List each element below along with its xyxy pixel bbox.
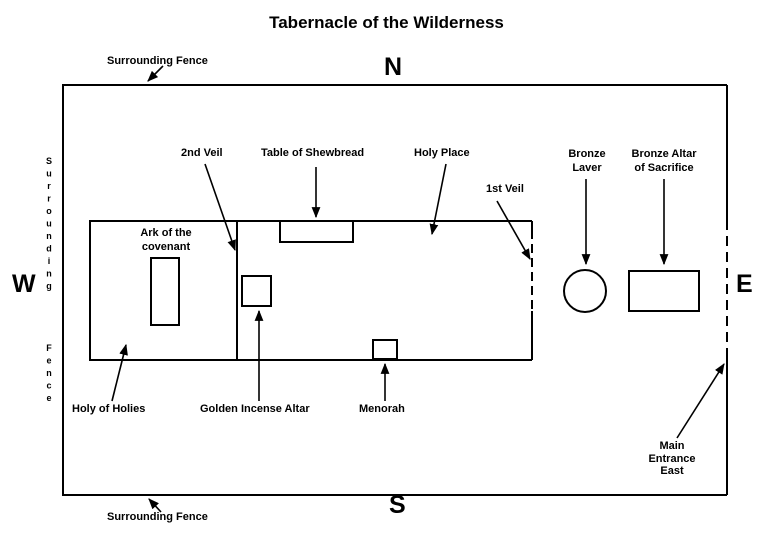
surrounding-fence-label-top: Surrounding Fence bbox=[107, 55, 208, 67]
arrow-holy-place bbox=[429, 163, 447, 236]
table-of-shewbread-label: Table of Shewbread bbox=[261, 147, 365, 159]
surrounding-fence-label-west-word2: Fence bbox=[44, 343, 54, 406]
surrounding-fence-label-bottom: Surrounding Fence bbox=[107, 511, 208, 523]
ark-of-covenant-label: Ark of the covenant bbox=[140, 227, 192, 253]
golden-incense-altar-label: Golden Incense Altar bbox=[200, 403, 310, 415]
first-veil-label: 1st Veil bbox=[486, 183, 524, 195]
ark-of-the-covenant-rect bbox=[150, 257, 180, 326]
compass-east: E bbox=[736, 270, 753, 298]
holy-of-holies-label: Holy of Holies bbox=[72, 403, 146, 415]
arrow-first-veil bbox=[496, 200, 531, 260]
arrow-second-veil bbox=[204, 163, 236, 252]
bronze-altar-label: Bronze Altar of Sacrifice bbox=[631, 148, 697, 174]
arrow-main-entrance bbox=[676, 363, 725, 439]
holy-place-label: Holy Place bbox=[414, 147, 470, 159]
table-of-shewbread-rect bbox=[279, 220, 354, 243]
arrow-surrounding-fence-bottom bbox=[148, 498, 162, 513]
bronze-laver-label: Bronze Laver bbox=[568, 148, 606, 174]
menorah-rect bbox=[372, 339, 398, 360]
diagram-title: Tabernacle of the Wilderness bbox=[269, 13, 504, 32]
surrounding-fence-label-west-word1: Surrounding bbox=[44, 156, 54, 294]
compass-north: N bbox=[384, 53, 403, 81]
compass-south: S bbox=[389, 491, 406, 519]
main-entrance-label: Main Entrance East bbox=[648, 440, 696, 477]
bronze-laver-circle bbox=[563, 269, 607, 313]
arrow-holy-of-holies bbox=[111, 343, 128, 402]
arrow-surrounding-fence-top bbox=[147, 65, 164, 82]
fence-outline bbox=[62, 84, 727, 496]
compass-west: W bbox=[12, 270, 36, 298]
menorah-label: Menorah bbox=[359, 403, 405, 415]
second-veil-label: 2nd Veil bbox=[181, 147, 223, 159]
golden-incense-altar-rect bbox=[241, 275, 272, 307]
bronze-altar-rect bbox=[628, 270, 700, 312]
